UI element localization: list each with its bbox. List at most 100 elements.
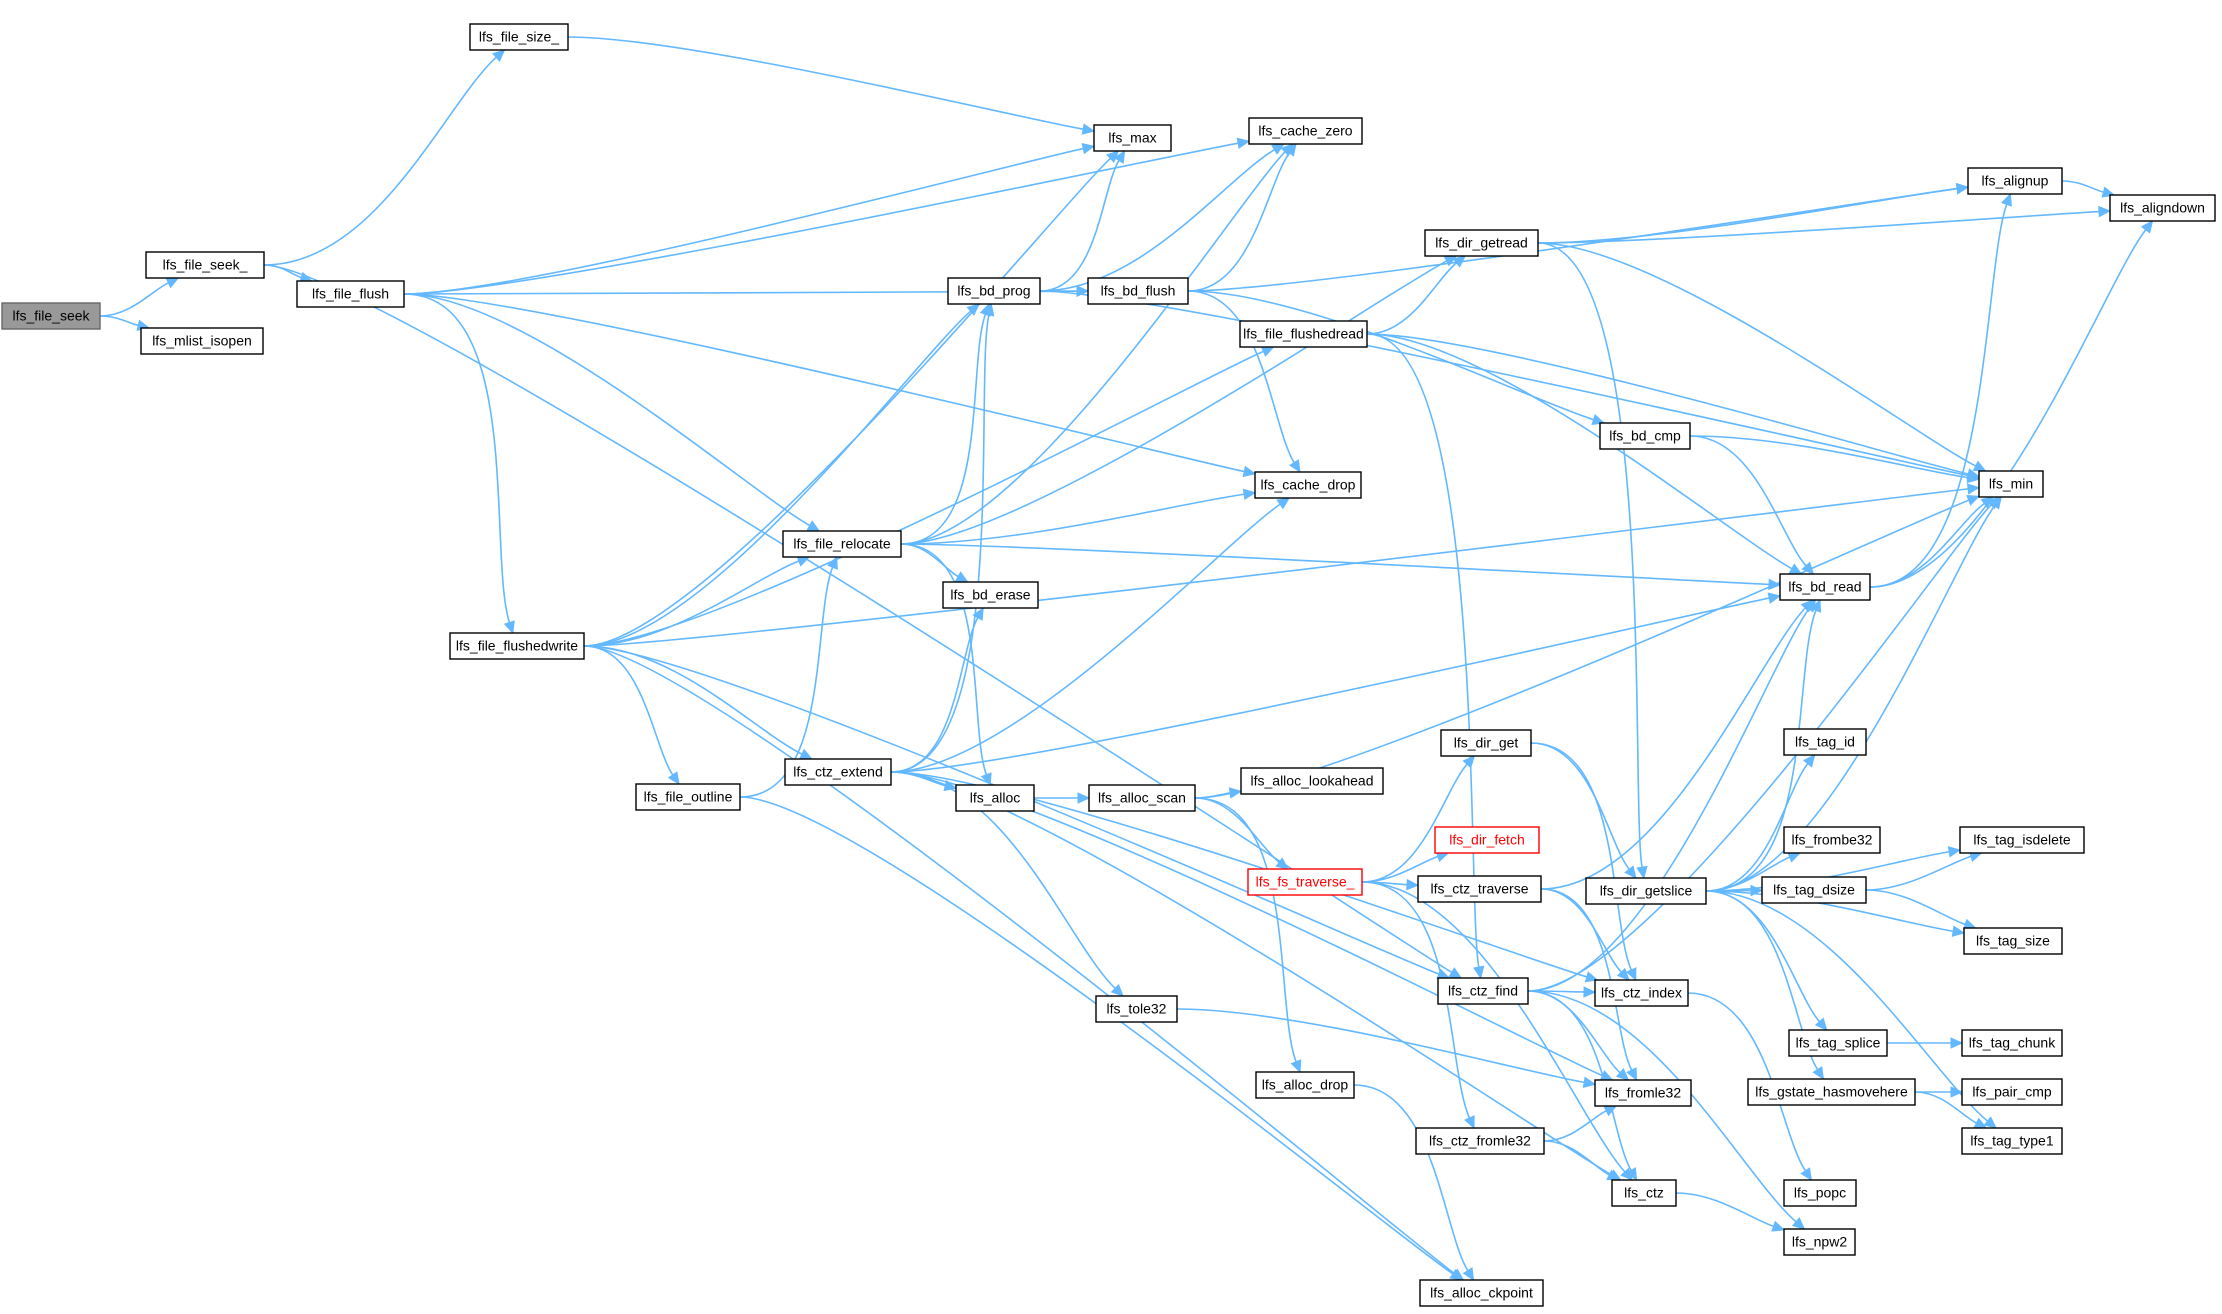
function-node-label: lfs_tole32: [1107, 1001, 1167, 1017]
function-node-splice[interactable]: lfs_tag_splice: [1788, 1029, 1888, 1057]
function-node-ctzidx[interactable]: lfs_ctz_index: [1594, 979, 1689, 1007]
call-edge-bdcmp-min: [1689, 435, 1981, 484]
call-edge-getslice-tsize: [1705, 890, 1966, 937]
function-node-gstate[interactable]: lfs_gstate_hasmovehere: [1747, 1078, 1916, 1106]
call-edge-fstrav-dirget: [1361, 755, 1476, 883]
function-node-bdcmp[interactable]: lfs_bd_cmp: [1599, 422, 1691, 450]
call-edge-dirget-ctzidx: [1530, 742, 1637, 982]
function-node-ckpoint[interactable]: lfs_alloc_ckpoint: [1419, 1279, 1544, 1307]
function-node-seek[interactable]: lfs_file_seek: [1, 302, 101, 330]
function-node-bdread[interactable]: lfs_bd_read: [1779, 573, 1871, 601]
function-node-label: lfs_ctz_fromle32: [1429, 1133, 1531, 1149]
function-node-label: lfs_file_seek_: [163, 257, 248, 273]
function-node-label: lfs_file_flush: [312, 286, 389, 302]
function-node-alloc[interactable]: lfs_alloc: [955, 784, 1035, 812]
call-edge-dget-alignup: [1537, 182, 1970, 244]
function-node-cdrop[interactable]: lfs_cache_drop: [1254, 471, 1362, 499]
call-edge-outline-reloc: [739, 555, 838, 798]
function-node-label: lfs_file_flushedread: [1243, 326, 1364, 342]
function-node-label: lfs_alloc_drop: [1262, 1077, 1349, 1093]
call-edge-bdflush-alignup: [1187, 183, 1970, 292]
function-node-ascan[interactable]: lfs_alloc_scan: [1088, 784, 1196, 812]
call-edge-bdread-min: [1869, 496, 1995, 588]
function-node-popc[interactable]: lfs_popc: [1783, 1179, 1857, 1207]
function-node-reloc[interactable]: lfs_file_relocate: [782, 530, 902, 558]
function-node-alignup[interactable]: lfs_alignup: [1967, 167, 2063, 195]
call-edge-fwrite-bdprog: [583, 303, 980, 647]
call-edge-bdflush-czero: [1187, 143, 1297, 292]
call-edge-ctzext-bderase: [890, 606, 984, 773]
function-node-outline[interactable]: lfs_file_outline: [635, 783, 741, 811]
function-node-chunk[interactable]: lfs_tag_chunk: [1961, 1029, 2063, 1057]
function-node-czero[interactable]: lfs_cache_zero: [1248, 117, 1363, 145]
call-edge-alignup-aligndown: [2061, 180, 2116, 198]
function-node-ctzext[interactable]: lfs_ctz_extend: [784, 758, 892, 786]
function-node-label: lfs_alloc: [970, 790, 1021, 806]
function-node-label: lfs_alloc_scan: [1098, 790, 1186, 806]
call-edge-fread-ctzfind: [1366, 333, 1485, 980]
function-node-label: lfs_bd_flush: [1101, 283, 1176, 299]
call-edge-ctzext-ctzidx: [890, 771, 1599, 983]
function-node-aligndown[interactable]: lfs_aligndown: [2109, 194, 2216, 222]
function-node-label: lfs_file_seek: [12, 308, 90, 324]
call-edge-ctzext-bdprog: [890, 302, 995, 773]
call-edge-ascan-fstrav: [1194, 797, 1289, 870]
call-edge-ctzfind-min: [1527, 496, 2000, 992]
function-node-tagid[interactable]: lfs_tag_id: [1783, 728, 1867, 756]
call-edge-flush-cdrop: [403, 293, 1257, 478]
function-node-ctzfromle[interactable]: lfs_ctz_fromle32: [1415, 1127, 1545, 1155]
function-node-label: lfs_dir_getread: [1435, 235, 1528, 251]
call-edge-getslice-isdel: [1705, 846, 1962, 892]
function-node-type1[interactable]: lfs_tag_type1: [1961, 1127, 2063, 1155]
function-node-fwrite[interactable]: lfs_file_flushedwrite: [449, 632, 585, 660]
function-node-label: lfs_ctz: [1624, 1185, 1664, 1201]
call-edge-adrop-ckpoint: [1353, 1084, 1475, 1282]
function-node-flush[interactable]: lfs_file_flush: [296, 280, 405, 308]
function-node-bderase[interactable]: lfs_bd_erase: [942, 581, 1039, 609]
function-node-dirget[interactable]: lfs_dir_get: [1440, 729, 1532, 757]
function-node-fread[interactable]: lfs_file_flushedread: [1239, 320, 1368, 348]
call-edge-bdflush-cdrop: [1187, 290, 1301, 474]
function-node-min[interactable]: lfs_min: [1978, 470, 2044, 498]
call-edge-seek_-size_: [263, 49, 506, 266]
function-node-ctz[interactable]: lfs_ctz: [1611, 1179, 1677, 1207]
function-node-adrop[interactable]: lfs_alloc_drop: [1255, 1071, 1355, 1099]
function-node-tole[interactable]: lfs_tole32: [1095, 995, 1178, 1023]
function-node-fromle[interactable]: lfs_fromle32: [1594, 1079, 1692, 1107]
function-node-fstrav[interactable]: lfs_fs_traverse_: [1247, 868, 1363, 896]
function-node-bdflush[interactable]: lfs_bd_flush: [1087, 277, 1189, 305]
call-edge-ctzfind-ctz: [1527, 990, 1638, 1182]
call-edge-getslice-tagid: [1705, 754, 1816, 892]
function-node-bdprog[interactable]: lfs_bd_prog: [947, 277, 1041, 305]
function-node-label: lfs_file_relocate: [793, 536, 890, 552]
function-node-npw2[interactable]: lfs_npw2: [1783, 1228, 1856, 1256]
function-node-dfetch[interactable]: lfs_dir_fetch: [1434, 826, 1540, 854]
function-node-dget[interactable]: lfs_dir_getread: [1424, 229, 1539, 257]
function-node-dsize[interactable]: lfs_tag_dsize: [1761, 876, 1867, 904]
function-node-label: lfs_dir_get: [1454, 735, 1519, 751]
call-edge-bdflush-bdcmp: [1187, 290, 1606, 426]
function-node-label: lfs_fromle32: [1605, 1085, 1681, 1101]
function-node-size_[interactable]: lfs_file_size_: [469, 23, 569, 51]
function-node-tsize[interactable]: lfs_tag_size: [1963, 927, 2063, 955]
call-edge-bdread-alignup: [1869, 192, 2012, 588]
function-node-mlist[interactable]: lfs_mlist_isopen: [140, 327, 264, 355]
function-node-frombe[interactable]: lfs_frombe32: [1783, 826, 1881, 854]
function-node-label: lfs_min: [1989, 476, 2033, 492]
function-node-max[interactable]: lfs_max: [1093, 124, 1172, 152]
call-edge-ascan-adrop: [1194, 797, 1302, 1074]
call-edge-fwrite-ctzext: [583, 645, 813, 760]
function-node-seek_[interactable]: lfs_file_seek_: [145, 251, 265, 279]
function-node-label: lfs_frombe32: [1792, 832, 1873, 848]
call-edge-bdprog-max: [1039, 149, 1126, 292]
function-node-ctzfind[interactable]: lfs_ctz_find: [1437, 977, 1529, 1005]
function-node-label: lfs_file_size_: [479, 29, 559, 45]
function-node-getslice[interactable]: lfs_dir_getslice: [1585, 877, 1707, 905]
call-edge-tole-fromle: [1176, 1008, 1597, 1088]
function-node-alook[interactable]: lfs_alloc_lookahead: [1240, 767, 1384, 795]
function-node-isdel[interactable]: lfs_tag_isdelete: [1959, 826, 2085, 854]
function-node-ctztrav[interactable]: lfs_ctz_traverse: [1417, 875, 1542, 903]
call-edge-reloc-alloc: [900, 543, 992, 787]
call-edge-seek-seek_: [99, 277, 180, 317]
function-node-paircmp[interactable]: lfs_pair_cmp: [1961, 1078, 2063, 1106]
